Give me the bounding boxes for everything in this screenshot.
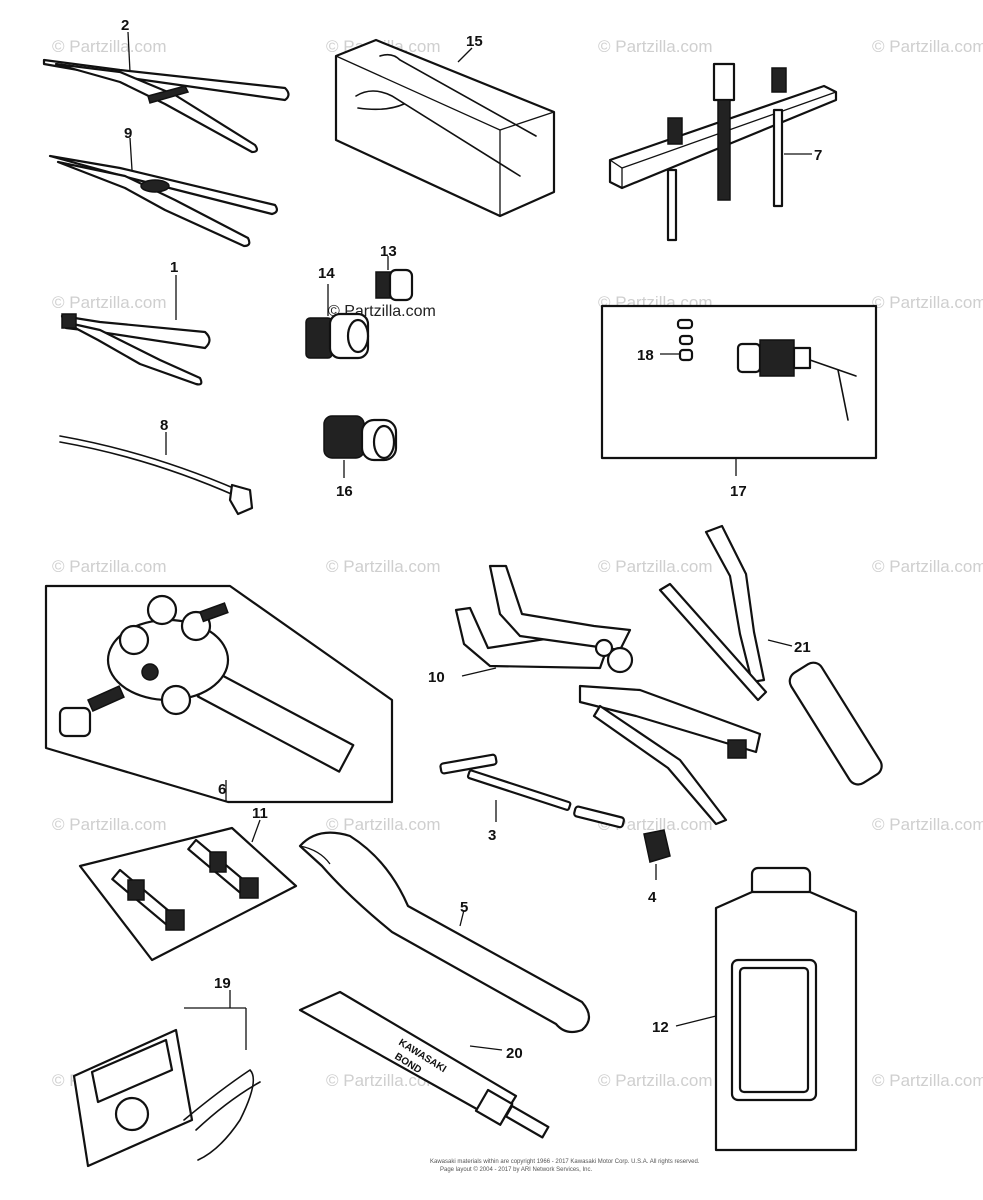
tool-9-snap-ring-pliers bbox=[48, 137, 279, 248]
tool-16-driver bbox=[323, 415, 398, 478]
watermark: © Partzilla.com bbox=[872, 37, 983, 56]
watermark: © Partzilla.com bbox=[598, 815, 713, 834]
watermark: © Partzilla.com bbox=[872, 293, 983, 312]
callout-9: 9 bbox=[124, 125, 132, 142]
watermark: © Partzilla.com bbox=[52, 37, 167, 56]
callout-16: 16 bbox=[336, 483, 353, 500]
watermark: © Partzilla.com bbox=[52, 815, 167, 834]
callout-17: 17 bbox=[730, 483, 747, 500]
tool-14-adapter bbox=[305, 284, 370, 360]
callout-8: 8 bbox=[160, 417, 168, 434]
watermark-grid: © Partzilla.com © Partzilla.com © Partzi… bbox=[52, 37, 983, 1090]
watermark: © Partzilla.com bbox=[52, 557, 167, 576]
tool-6-holder bbox=[44, 584, 394, 804]
watermark: © Partzilla.com bbox=[598, 37, 713, 56]
callout-18: 18 bbox=[637, 347, 654, 364]
tool-4-tip bbox=[643, 829, 671, 880]
callout-11: 11 bbox=[252, 805, 268, 822]
callout-4: 4 bbox=[648, 889, 657, 906]
tool-13-adapter bbox=[375, 256, 414, 302]
callout-19: 19 bbox=[214, 975, 231, 992]
watermark: © Partzilla.com bbox=[598, 557, 713, 576]
tool-11-fixture-board bbox=[78, 819, 298, 962]
callout-6: 6 bbox=[218, 781, 226, 798]
copyright-line-1: Kawasaki materials within are copyright … bbox=[430, 1159, 700, 1165]
callout-1: 1 bbox=[170, 259, 178, 276]
callout-12: 12 bbox=[652, 1019, 669, 1036]
tool-1-pliers bbox=[60, 275, 211, 386]
callout-20: 20 bbox=[506, 1045, 523, 1062]
watermark: © Partzilla.com bbox=[872, 557, 983, 576]
tool-20-bond-tube bbox=[298, 990, 550, 1139]
callout-7: 7 bbox=[814, 147, 822, 164]
tool-10-holder-pliers bbox=[454, 564, 762, 826]
callout-2: 2 bbox=[121, 17, 129, 34]
tool-15-wrench-set bbox=[334, 38, 556, 218]
tool-17-kit-box bbox=[600, 304, 878, 476]
watermark: © Partzilla.com bbox=[326, 557, 441, 576]
watermark: © Partzilla.com bbox=[872, 1071, 983, 1090]
callout-10: 10 bbox=[428, 669, 445, 686]
tool-7-puller bbox=[608, 62, 838, 242]
tool-5-hook-spanner bbox=[298, 831, 591, 1034]
callout-13: 13 bbox=[380, 243, 397, 260]
watermark: © Partzilla.com bbox=[598, 1071, 713, 1090]
copyright-line-2: Page layout © 2004 - 2017 by ARI Network… bbox=[440, 1166, 592, 1173]
callout-21: 21 bbox=[794, 639, 811, 656]
callout-3: 3 bbox=[488, 827, 496, 844]
tool-3-t-handle bbox=[439, 753, 625, 829]
tool-21-holder bbox=[658, 524, 883, 786]
callout-5: 5 bbox=[460, 899, 468, 916]
callout-15: 15 bbox=[466, 33, 483, 50]
callout-14: 14 bbox=[318, 265, 335, 282]
tool-8-cable bbox=[59, 432, 254, 516]
watermark: © Partzilla.com bbox=[872, 815, 983, 834]
watermark: © Partzilla.com bbox=[52, 293, 167, 312]
watermark: © Partzilla.com bbox=[326, 1071, 441, 1090]
tool-12-bottle bbox=[675, 866, 858, 1152]
tool-19-multimeter bbox=[72, 990, 261, 1168]
tool-2-snap-ring-pliers bbox=[42, 31, 290, 154]
watermark: © Partzilla.com bbox=[326, 815, 441, 834]
